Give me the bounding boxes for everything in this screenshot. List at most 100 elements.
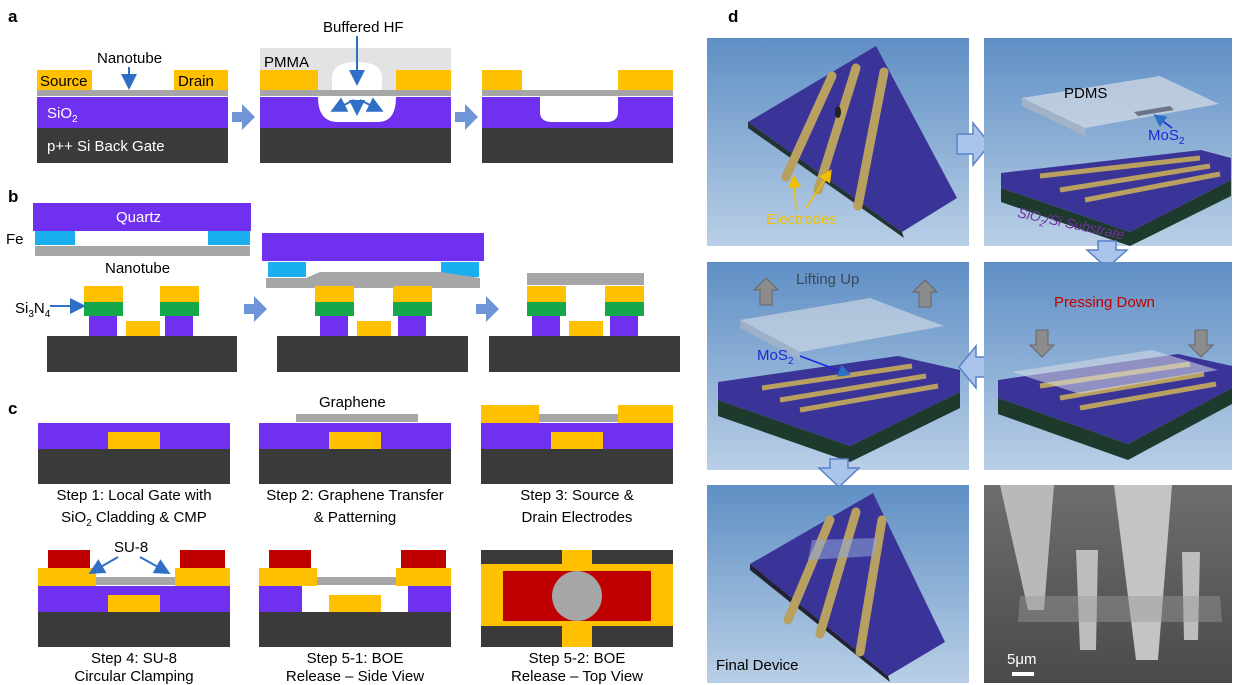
- final-device-label: Final Device: [716, 657, 799, 674]
- flake: [835, 106, 841, 118]
- mos2-flake-final: [808, 538, 878, 560]
- up-arrow: [752, 277, 780, 306]
- scale-bar: [1012, 672, 1034, 676]
- down-arrow: [1187, 329, 1215, 358]
- down-arrow: [1028, 329, 1056, 358]
- su8-arrow: [88, 556, 119, 574]
- substrate: [47, 336, 237, 372]
- nanotube-layer: [266, 272, 480, 288]
- chip-substrate: [748, 46, 957, 232]
- su8-clamp: [269, 550, 311, 568]
- sem-electrode: [1000, 485, 1054, 610]
- su8-clamp: [180, 550, 225, 568]
- nanotube-label: Nanotube: [97, 50, 162, 67]
- scale-bar-label: 5μm: [1007, 651, 1036, 668]
- step3-caption-l1: Step 3: Source &: [520, 487, 633, 504]
- fe-label: Fe: [6, 231, 24, 248]
- electrode: [84, 286, 123, 302]
- panel-a: a Source Drain Nanotube SiO2 p++ Si Back…: [8, 7, 673, 163]
- arrow-d4: [817, 458, 861, 489]
- step2-caption-l1: Step 2: Graphene Transfer: [266, 487, 444, 504]
- source-electrode: [37, 70, 92, 90]
- si3n4-layer: [315, 302, 354, 316]
- electrode: [605, 286, 644, 302]
- graphene-layer: [73, 577, 195, 585]
- nanotube-layer: [482, 90, 673, 96]
- tile-pdms: PDMS MoS2 SiO2/Si Substrate: [984, 38, 1232, 246]
- hf-arrow: [359, 97, 384, 112]
- electrode-strip: [799, 383, 939, 413]
- panel-a-step3: [482, 70, 673, 163]
- support-pillar: [398, 316, 426, 336]
- local-gate: [108, 432, 160, 449]
- fe-pad: [268, 262, 306, 277]
- step1-caption-l1: Step 1: Local Gate with: [56, 487, 211, 504]
- tile-sem-image: 5μm: [984, 485, 1232, 683]
- support-pillar: [610, 316, 638, 336]
- source-electrode: [38, 568, 96, 586]
- electrode-strip: [761, 363, 913, 391]
- step1-caption-l2: SiO2 Cladding & CMP: [61, 509, 207, 529]
- substrate: [277, 336, 468, 372]
- chip-edge: [718, 392, 960, 462]
- source-electrode: [481, 405, 539, 423]
- nanotube-layer: [260, 90, 451, 96]
- support-pillar: [532, 316, 560, 336]
- chip-edge: [1001, 180, 1231, 246]
- electrode-strip: [779, 373, 927, 403]
- step3-caption-l2: Drain Electrodes: [522, 509, 633, 526]
- arrow-b2: [476, 296, 499, 322]
- tile-pressing: Pressing Down: [984, 262, 1232, 470]
- su8-clamp: [48, 550, 90, 568]
- arrow-a2: [455, 104, 478, 130]
- nanotube-layer: [527, 273, 644, 285]
- si-layer: [260, 128, 451, 163]
- mos2-arrow: [1153, 114, 1173, 129]
- quartz-layer: [262, 233, 484, 261]
- source-electrode: [260, 70, 318, 90]
- mos2-flake: [1134, 106, 1174, 116]
- electrode: [393, 286, 432, 302]
- electrode-strip: [783, 515, 835, 625]
- substrate: [489, 336, 680, 372]
- pressing-down-label: Pressing Down: [1054, 294, 1155, 311]
- si-layer: [38, 449, 230, 484]
- electrode-strip: [853, 67, 889, 211]
- pdms-label: PDMS: [1064, 85, 1107, 102]
- mos2-arrow: [799, 355, 851, 377]
- local-gate: [551, 432, 603, 449]
- electrode-strip: [1059, 163, 1211, 193]
- support-pillar: [89, 316, 117, 336]
- arrow-d1: [956, 120, 991, 168]
- step51-caption-l1: Step 5-1: BOE: [307, 650, 404, 667]
- tile-electrodes: Electrodes: [707, 38, 969, 246]
- step4-caption-l1: Step 4: SU-8: [91, 650, 177, 667]
- si3n4-layer: [393, 302, 432, 316]
- step2-caption-l2: & Patterning: [314, 509, 397, 526]
- drain-electrode: [175, 568, 230, 586]
- drain-electrode: [396, 70, 451, 90]
- local-gate: [329, 432, 381, 449]
- gate-electrode: [569, 321, 603, 336]
- support-pillar: [165, 316, 193, 336]
- si-back-gate-layer: [37, 128, 228, 163]
- sem-electrode: [1114, 485, 1172, 660]
- pdms-stamp: [1022, 76, 1219, 128]
- gate-electrode: [126, 321, 160, 336]
- electrode-strip: [1079, 381, 1217, 411]
- electrode-strip: [1039, 155, 1201, 179]
- panel-a-step1: Source Drain Nanotube SiO2 p++ Si Back G…: [37, 50, 228, 163]
- si-layer: [259, 612, 451, 647]
- electrode-strip: [855, 515, 887, 657]
- graphene-layer: [294, 577, 416, 585]
- nanotube-label: Nanotube: [105, 260, 170, 277]
- step4-caption-l2: Circular Clamping: [74, 668, 193, 685]
- graphene-layer: [516, 414, 638, 422]
- fe-pad: [35, 231, 75, 245]
- chip-substrate: [750, 493, 945, 676]
- electrode-strip: [1059, 371, 1205, 401]
- quartz-label: Quartz: [116, 209, 161, 226]
- electrode: [527, 286, 566, 302]
- source-electrode: [259, 568, 317, 586]
- panel-b: b Quartz Fe Nanotube Si3N4: [6, 187, 680, 372]
